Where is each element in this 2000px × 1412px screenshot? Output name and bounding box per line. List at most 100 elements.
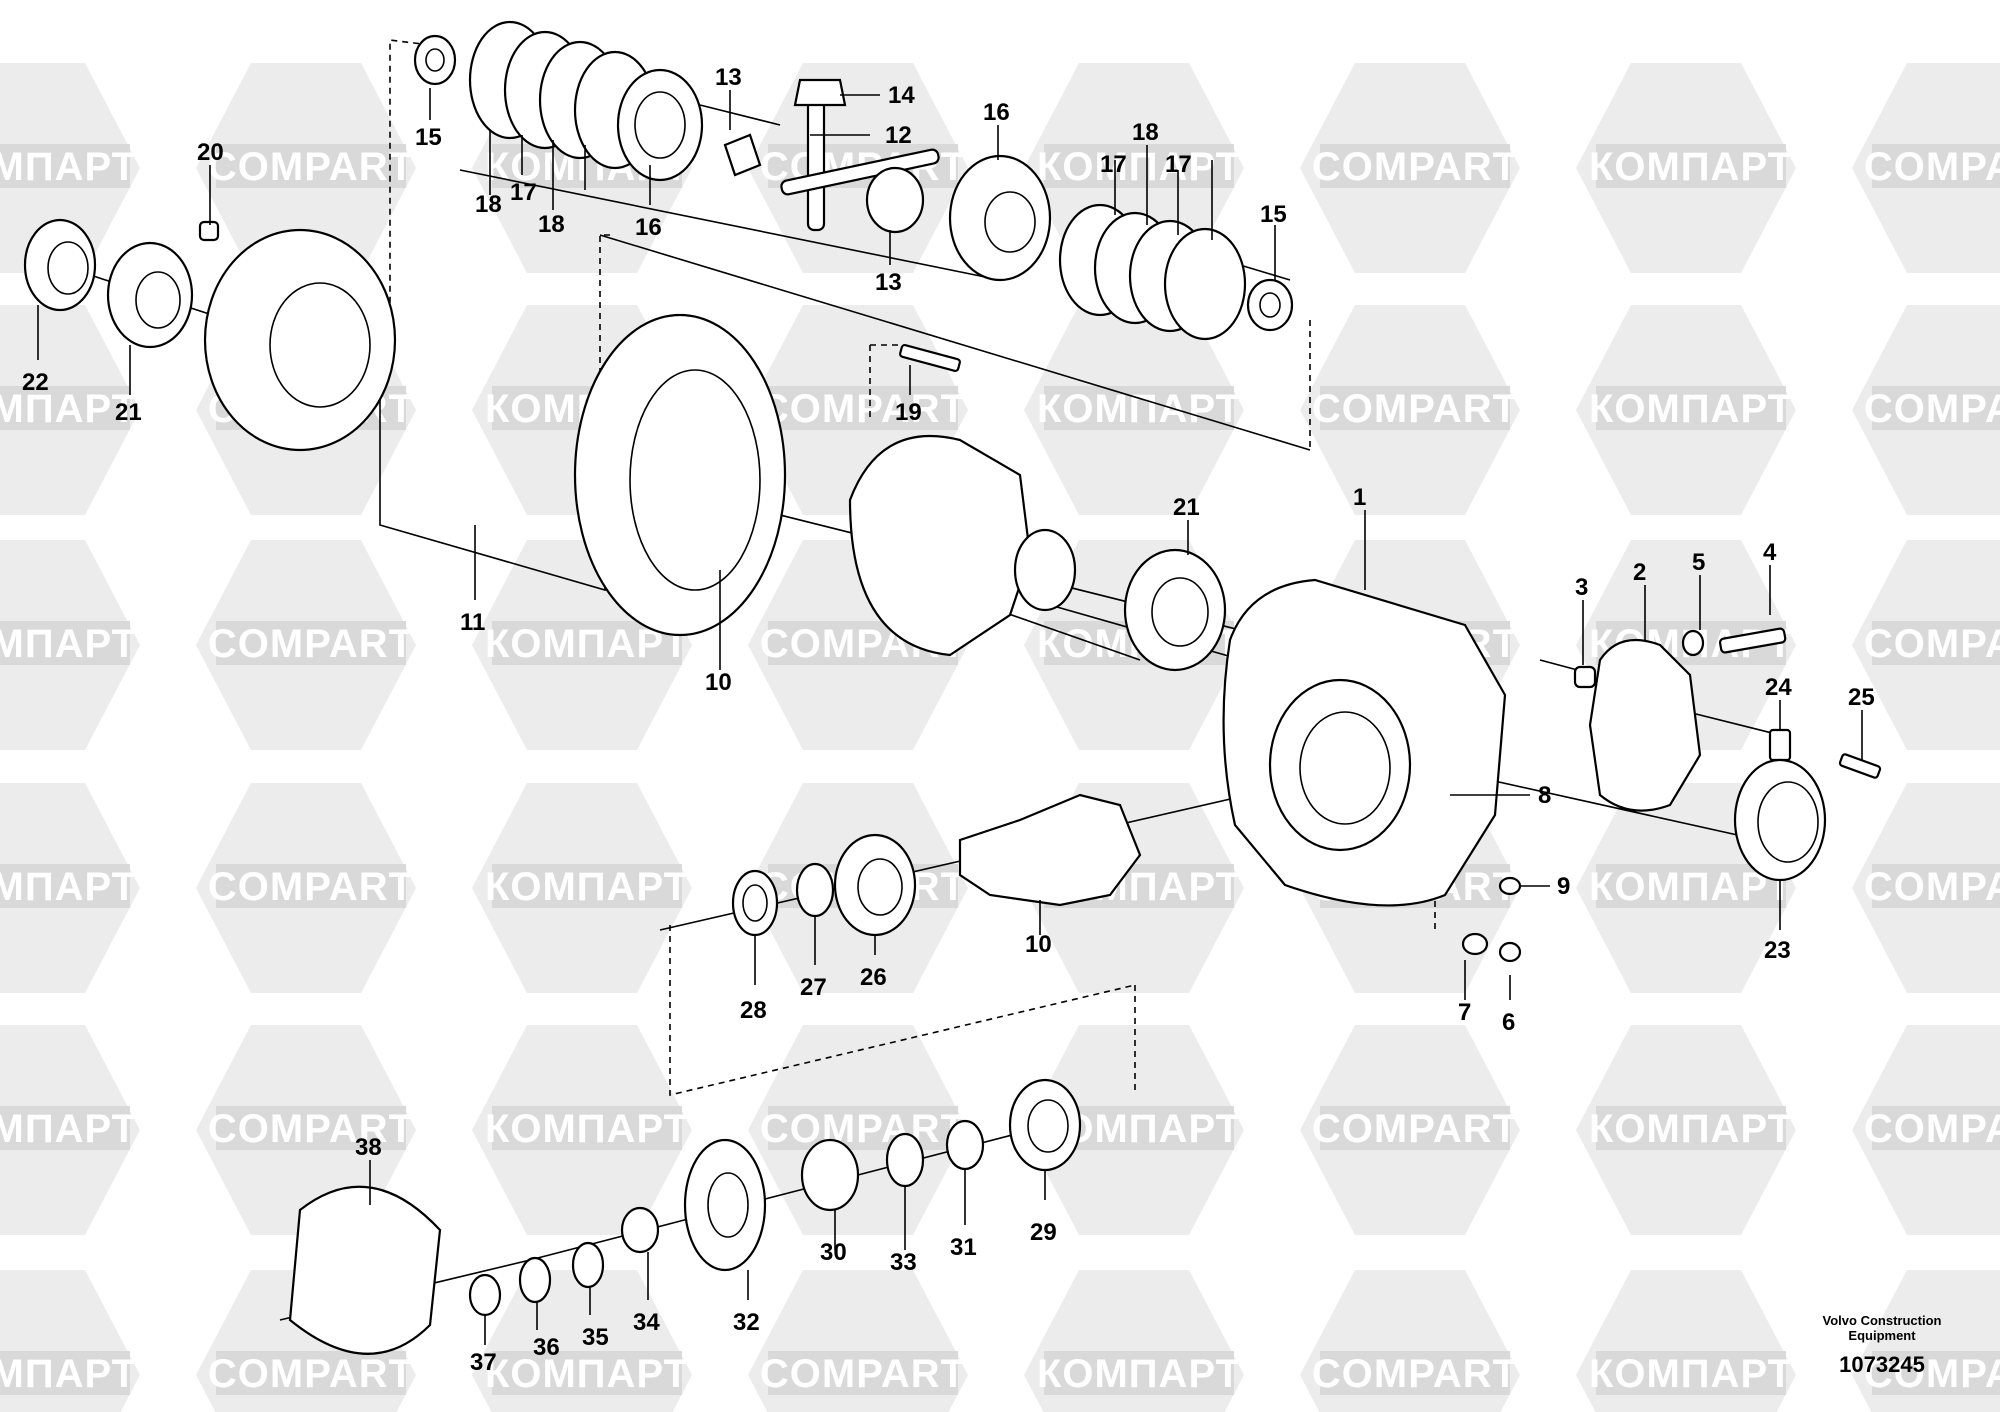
watermark-tile: COMPART: [1852, 1270, 2000, 1412]
watermark-tile: КОМПАРТ: [1024, 1270, 1244, 1412]
watermark-text: КОМПАРТ: [0, 1352, 137, 1396]
watermark-tile: КОМПАРТ: [0, 540, 140, 750]
callout-label: 24: [1765, 674, 1792, 701]
watermark-text: COMPART: [1312, 1107, 1518, 1151]
watermark-tile: COMPART: [196, 63, 416, 273]
watermark-text: COMPART: [208, 145, 414, 189]
callout-label: 37: [470, 1349, 497, 1376]
watermark-tile: COMPART: [1300, 1025, 1520, 1235]
callout-label: 16: [635, 214, 662, 241]
watermark-tile: КОМПАРТ: [1576, 305, 1796, 515]
watermark-tile: КОМПАРТ: [472, 1025, 692, 1235]
watermark-text: КОМПАРТ: [1589, 387, 1793, 431]
watermark-text: COMPART: [1864, 1352, 2000, 1396]
watermark-text: КОМПАРТ: [0, 145, 137, 189]
callout-label: 21: [1173, 494, 1200, 521]
watermark-tile: COMPART: [1300, 1270, 1520, 1412]
watermark-layer: КОМПАРТ COMPART КОМПАРТ COMPART КОМПАРТ COMPA…: [0, 63, 2000, 1412]
callout-labels: 1 2 3 4 5 6 7 8 9 10 10 11 12 13 13 14 1…: [22, 64, 1875, 1376]
watermark-tile: КОМПАРТ: [1576, 1025, 1796, 1235]
watermark-text: COMPART: [1864, 865, 2000, 909]
watermark-tile: COMPART: [1300, 63, 1520, 273]
watermark-tile: COMPART: [1852, 540, 2000, 750]
maker-line2: Equipment: [1848, 1328, 1916, 1343]
callout-label: 8: [1538, 782, 1551, 809]
callout-label: 18: [1132, 119, 1159, 146]
watermark-text: COMPART: [208, 1107, 414, 1151]
callout-label: 15: [1260, 201, 1287, 228]
watermark-tile: КОМПАРТ: [472, 1270, 692, 1412]
watermark-text: COMPART: [1864, 622, 2000, 666]
watermark-text: COMPART: [1864, 1107, 2000, 1151]
drawing-stamp: Volvo Construction Equipment 1073245: [1823, 1313, 1942, 1377]
callout-label: 22: [22, 369, 49, 396]
callout-label: 11: [460, 609, 485, 636]
watermark-tile: COMPART: [1852, 1025, 2000, 1235]
watermark-text: COMPART: [1312, 387, 1518, 431]
watermark-tile: КОМПАРТ: [0, 63, 140, 273]
callout-label: 5: [1692, 549, 1705, 576]
watermark-text: КОМПАРТ: [485, 865, 689, 909]
callout-label: 34: [633, 1309, 660, 1336]
watermark-text: КОМПАРТ: [0, 1107, 137, 1151]
callout-label: 32: [733, 1309, 760, 1336]
callout-label: 17: [1100, 151, 1127, 178]
callout-label: 12: [885, 122, 912, 149]
watermark-tile: КОМПАРТ: [0, 1270, 140, 1412]
watermark-text: КОМПАРТ: [0, 387, 137, 431]
callout-label: 13: [875, 269, 902, 296]
callout-label: 27: [800, 974, 827, 1001]
watermark-tile: КОМПАРТ: [472, 783, 692, 993]
callout-label: 1: [1353, 484, 1366, 511]
watermark-tile: КОМПАРТ: [0, 305, 140, 515]
watermark-tile: КОМПАРТ: [0, 1025, 140, 1235]
watermark-tile: КОМПАРТ: [1024, 305, 1244, 515]
watermark-text: КОМПАРТ: [1589, 145, 1793, 189]
callout-label: 4: [1763, 539, 1777, 566]
callout-label: 2: [1633, 559, 1646, 586]
watermark-text: КОМПАРТ: [485, 1352, 689, 1396]
callout-label: 17: [510, 179, 537, 206]
watermark-text: КОМПАРТ: [1589, 1107, 1793, 1151]
callout-label: 31: [950, 1234, 977, 1261]
callout-label: 13: [715, 64, 742, 91]
watermark-text: COMPART: [1864, 145, 2000, 189]
callout-label: 26: [860, 964, 887, 991]
drawing-number: 1073245: [1839, 1352, 1925, 1377]
callout-label: 17: [1165, 151, 1192, 178]
callout-label: 38: [355, 1134, 382, 1161]
leader-lines: [37, 88, 1863, 1345]
watermark-tile: КОМПАРТ: [1576, 1270, 1796, 1412]
callout-label: 36: [533, 1334, 560, 1361]
callout-label: 10: [1025, 931, 1052, 958]
watermark-tile: COMPART: [1852, 305, 2000, 515]
callout-label: 25: [1848, 684, 1875, 711]
watermark-tile: COMPART: [196, 783, 416, 993]
watermark-text: КОМПАРТ: [1037, 387, 1241, 431]
watermark-text: КОМПАРТ: [0, 865, 137, 909]
watermark-text: COMPART: [760, 387, 966, 431]
callout-label: 16: [983, 99, 1010, 126]
watermark-text: COMPART: [1864, 387, 2000, 431]
callout-label: 14: [888, 82, 915, 109]
watermark-text: COMPART: [208, 1352, 414, 1396]
callout-label: 18: [475, 191, 502, 218]
callout-label: 23: [1764, 937, 1791, 964]
callout-label: 19: [895, 399, 922, 426]
watermark-tile: КОМПАРТ: [1576, 63, 1796, 273]
watermark-tile: COMPART: [748, 1025, 968, 1235]
callout-label: 28: [740, 997, 767, 1024]
watermark-text: COMPART: [208, 865, 414, 909]
callout-label: 15: [415, 124, 442, 151]
callout-label: 21: [115, 399, 142, 426]
callout-label: 6: [1502, 1009, 1515, 1036]
watermark-text: COMPART: [208, 622, 414, 666]
watermark-text: КОМПАРТ: [0, 622, 137, 666]
callout-label: 7: [1458, 999, 1471, 1026]
watermark-tile: COMPART: [1300, 305, 1520, 515]
callout-label: 10: [705, 669, 732, 696]
callout-label: 35: [582, 1324, 609, 1351]
callout-label: 29: [1030, 1219, 1057, 1246]
callout-label: 30: [820, 1239, 847, 1266]
